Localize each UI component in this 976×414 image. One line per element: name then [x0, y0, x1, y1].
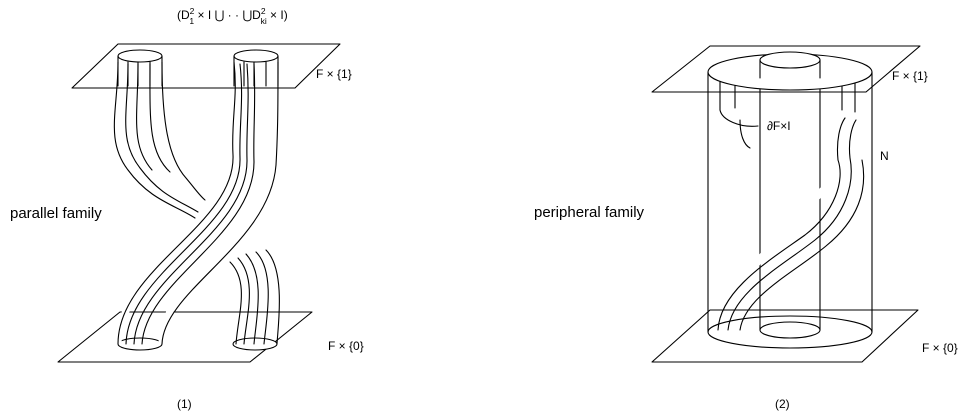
fig1-caption: (1) — [177, 397, 192, 411]
tube-top-right — [233, 49, 279, 87]
bottom-plane-2 — [651, 309, 919, 363]
collar-lines — [719, 79, 856, 113]
inner-top-walls — [759, 59, 821, 79]
tube-base-right — [232, 337, 278, 351]
fig1-bottom-plane-label: F × {0} — [328, 339, 364, 353]
inner-cylinder-wall — [759, 59, 821, 331]
parallel-family-label: parallel family — [10, 205, 102, 222]
fig2-bottom-plane-label: F × {0} — [922, 341, 958, 355]
figure-2: F × {1} F × {0} ∂F×I N peripheral family… — [534, 45, 958, 411]
n-label: N — [880, 149, 889, 163]
peripheral-strands — [717, 109, 865, 331]
inner-cylinder-top — [759, 51, 821, 69]
boundary-label: ∂F×I — [767, 119, 791, 133]
fig2-caption: (2) — [775, 397, 790, 411]
fig2-top-plane-label: F × {1} — [892, 69, 928, 83]
tube-bundle-front — [114, 61, 279, 345]
tube-base-left — [117, 337, 163, 351]
outer-cylinder-wall — [707, 71, 873, 333]
bottom-plane-1 — [57, 311, 313, 363]
top-plane-2 — [651, 45, 921, 93]
top-plane-1 — [71, 43, 341, 89]
tube-top-left — [117, 49, 163, 87]
outer-cylinder-base — [707, 315, 873, 349]
inner-cylinder-base — [759, 321, 821, 339]
peripheral-family-label: peripheral family — [534, 204, 645, 221]
fig1-top-plane-label: F × {1} — [316, 67, 352, 81]
